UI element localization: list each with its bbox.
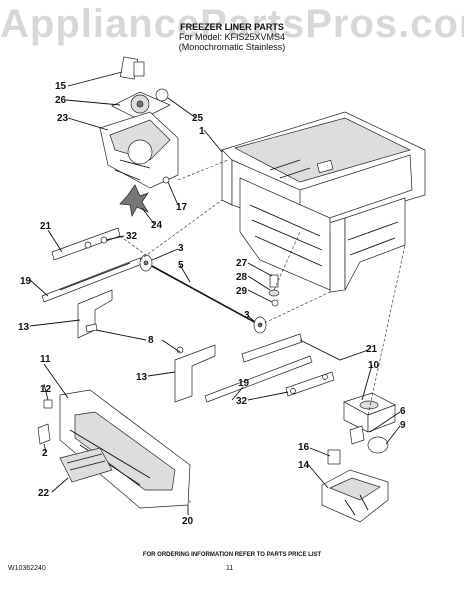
slide-rail-21-right [241, 333, 303, 363]
callout-1: 1 [199, 126, 205, 137]
callout-32-right: 32 [236, 396, 248, 407]
callout-3: 3 [178, 243, 184, 254]
callout-14: 14 [298, 460, 310, 471]
callout-19-right: 19 [238, 378, 250, 389]
fastener-stack-part [268, 274, 280, 307]
callout-24: 24 [151, 220, 163, 231]
callout-2: 2 [42, 448, 48, 459]
slide-rail-upper-left [51, 227, 121, 261]
bracket-13-center [174, 344, 216, 403]
lower-cover-panel-part [37, 389, 191, 509]
assembly-dash-lines [119, 159, 406, 505]
page-title: FREEZER LINER PARTS [180, 22, 284, 32]
light-housing-part [321, 392, 396, 523]
callout-29: 29 [236, 286, 248, 297]
rail-bracket-lower-right [285, 371, 335, 397]
doc-number: W10362240 [8, 565, 46, 572]
callout-9: 9 [400, 420, 406, 431]
callout-27: 27 [236, 258, 248, 269]
callout-19: 19 [20, 276, 32, 287]
callout-3-lower: 3 [244, 310, 250, 321]
page-number: 11 [226, 565, 234, 572]
callout-32: 32 [126, 231, 138, 242]
callout-13-center: 13 [136, 372, 148, 383]
bracket-13-left [77, 289, 113, 339]
leader-lines [29, 71, 401, 515]
callout-5: 5 [178, 260, 184, 271]
callout-17: 17 [176, 202, 188, 213]
callout-25: 25 [192, 113, 204, 124]
callout-26: 26 [55, 95, 67, 106]
callout-20: 20 [182, 516, 194, 527]
callout-21: 21 [40, 221, 52, 232]
callout-8: 8 [148, 335, 154, 346]
callout-23: 23 [57, 113, 69, 124]
callout-13: 13 [18, 322, 30, 333]
fan-assembly-part [99, 56, 179, 218]
variant-line: (Monochromatic Stainless) [178, 42, 286, 52]
callout-16: 16 [298, 442, 310, 453]
watermark: AppliancePartsPros.com [0, 2, 464, 46]
callout-21-right: 21 [366, 344, 378, 355]
ordering-note: FOR ORDERING INFORMATION REFER TO PARTS … [142, 552, 322, 558]
callout-15: 15 [55, 81, 67, 92]
freezer-bin-part [221, 111, 426, 293]
callout-11: 11 [40, 354, 51, 365]
callout-28: 28 [236, 272, 248, 283]
slide-rail-19-left [41, 257, 143, 303]
callout-10: 10 [368, 360, 380, 371]
callout-6: 6 [400, 406, 406, 417]
model-line: For Model: KFIS25XVMS4 [178, 32, 286, 42]
callout-22: 22 [38, 488, 50, 499]
callout-12: 12 [40, 384, 52, 395]
slide-rail-19-right [204, 355, 313, 403]
